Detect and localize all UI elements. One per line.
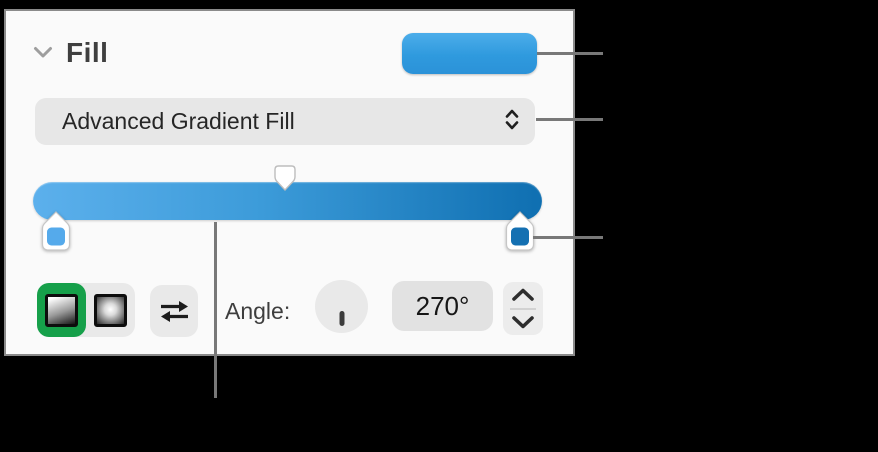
reverse-arrows-icon: [160, 300, 188, 322]
linear-gradient-swatch-icon: [45, 293, 78, 327]
end-stop-color-swatch: [511, 227, 529, 246]
section-title: Fill: [66, 37, 109, 68]
angle-label: Angle:: [225, 298, 291, 324]
angle-stepper-up-button[interactable]: [503, 282, 543, 308]
callout-line-fill-type-popup: [536, 118, 603, 121]
fill-color-well[interactable]: [402, 33, 537, 74]
fill-type-popup-label: Advanced Gradient Fill: [62, 108, 295, 134]
angle-wheel[interactable]: [315, 280, 368, 333]
angle-stepper: [503, 282, 543, 335]
fill-inspector-panel: Fill Advanced Gradient Fill: [4, 9, 575, 356]
radial-gradient-swatch-icon: [94, 293, 127, 327]
gradient-start-color-stop[interactable]: [41, 211, 71, 251]
gradient-end-color-stop[interactable]: [505, 211, 535, 251]
chevron-up-icon: [512, 288, 534, 302]
callout-line-end-color-stop: [533, 236, 603, 239]
gradient-style-segmented-control: [37, 283, 135, 337]
chevron-down-icon: [34, 46, 52, 57]
gradient-midpoint-handle[interactable]: [274, 165, 296, 192]
angle-value-field[interactable]: 270°: [392, 281, 493, 331]
fill-type-popup[interactable]: Advanced Gradient Fill: [35, 98, 535, 145]
stepper-divider: [510, 307, 536, 310]
popup-updown-chevrons-icon: [503, 107, 521, 136]
angle-wheel-tick: [339, 311, 344, 326]
start-stop-color-swatch: [47, 227, 65, 246]
callout-line-color-well: [537, 52, 603, 55]
reverse-gradient-button[interactable]: [150, 285, 198, 337]
fill-section-disclosure[interactable]: [33, 44, 53, 60]
radial-gradient-segment[interactable]: [86, 283, 135, 337]
callout-line-gradient-slider: [214, 222, 217, 398]
angle-stepper-down-button[interactable]: [503, 310, 543, 336]
linear-gradient-segment[interactable]: [37, 283, 86, 337]
chevron-down-icon: [512, 315, 534, 329]
